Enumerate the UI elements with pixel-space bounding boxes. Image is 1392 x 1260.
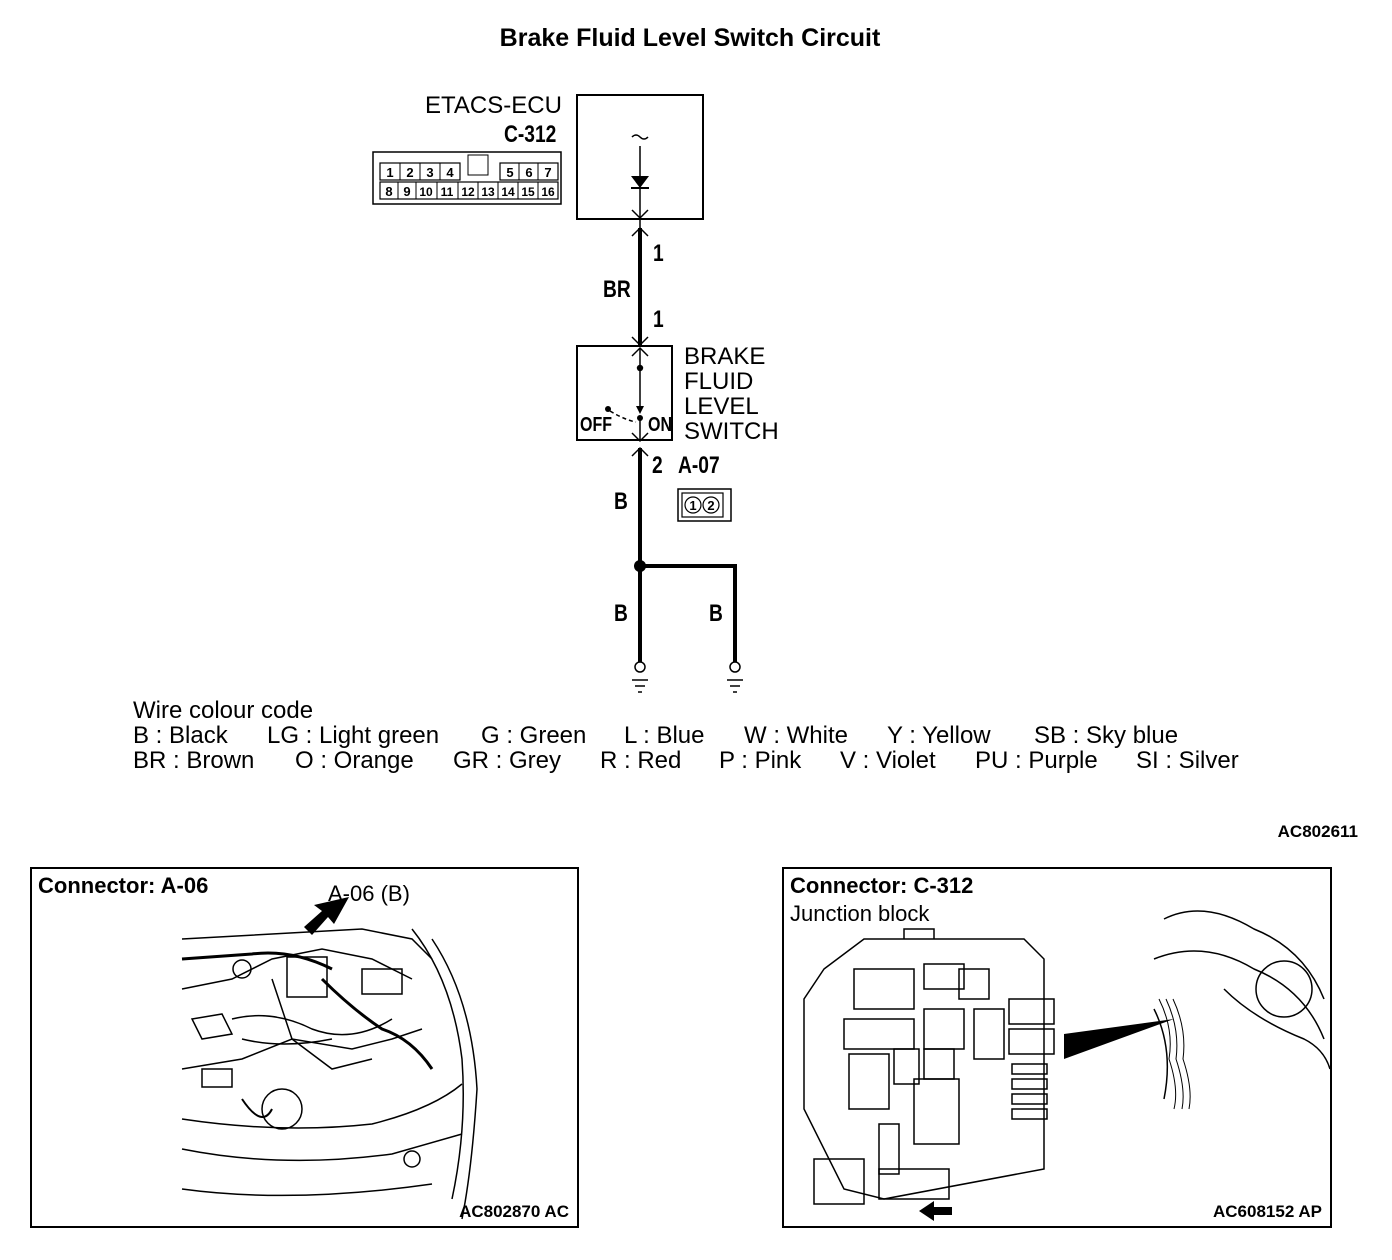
- ecu-pin: 6: [525, 165, 532, 180]
- panel-title: Connector: A-06: [38, 873, 209, 898]
- page-title: Brake Fluid Level Switch Circuit: [499, 24, 881, 52]
- ecu-pin: 7: [544, 165, 551, 180]
- ecu-connector-grid: 1 2 3 4 5 6 7 8 9 10 11 12 13 14 15 16: [372, 151, 562, 205]
- switch-off-label: OFF: [580, 414, 612, 436]
- wire-color-ground-right: B: [709, 600, 723, 627]
- ecu-pin: 3: [426, 165, 433, 180]
- a07-pin: 1: [689, 498, 696, 513]
- ecu-pin-number: 1: [653, 240, 664, 267]
- switch-connector-label: A-07: [678, 452, 720, 479]
- switch-pin-top: 1: [653, 306, 664, 333]
- legend-heading: Wire colour code: [133, 697, 314, 724]
- ecu-pin: 4: [446, 165, 454, 180]
- wire-color-b: B: [614, 488, 628, 515]
- wire-b-right: [640, 564, 737, 662]
- ecu-pin: 1: [386, 165, 393, 180]
- ecu-pin: 16: [541, 185, 555, 199]
- panel-code: AC802870 AC: [459, 1202, 569, 1221]
- ecu-pin: 11: [441, 185, 454, 199]
- ecu-pin: 9: [403, 184, 410, 199]
- diagram-code: AC802611: [1277, 822, 1358, 841]
- wire-color-ground-left: B: [614, 600, 628, 627]
- ecu-pin: 14: [501, 185, 515, 199]
- ecu-pin: 2: [406, 165, 413, 180]
- panel-code: AC608152 AP: [1213, 1202, 1322, 1221]
- switch-on-label: ON: [648, 414, 672, 436]
- ecu-pin: 10: [419, 185, 433, 199]
- switch-off-contact: [605, 406, 611, 412]
- ecu-name: ETACS-ECU: [425, 92, 562, 119]
- connector-arrow: [919, 1201, 952, 1221]
- callout-arrow: [304, 897, 349, 935]
- a07-pin: 2: [707, 498, 714, 513]
- panel-subtitle: Junction block: [790, 901, 930, 926]
- switch-box: [576, 345, 673, 441]
- ecu-tilde: [631, 134, 649, 140]
- ecu-pin: 13: [481, 185, 495, 199]
- a07-connector-face: 1 2: [677, 488, 732, 522]
- circuit-schematic: 1 2 3 4 5 6 7 8 9 10 11 12 13 14 15 16: [372, 94, 743, 693]
- connector-c312-panel: Connector: C-312 Junction block: [782, 867, 1332, 1228]
- switch-pin-bottom: 2: [652, 452, 663, 479]
- ecu-pin: 12: [461, 185, 475, 199]
- switch-label: BRAKE FLUID LEVEL SWITCH: [684, 343, 779, 445]
- diode-symbol: [631, 176, 649, 188]
- ground-symbol-left: [632, 661, 648, 693]
- connector-a06-panel: Connector: A-06 A-06 (B): [30, 867, 579, 1228]
- ecu-pin: 5: [506, 165, 513, 180]
- ecu-connector-label: C-312: [504, 121, 557, 148]
- engine-bay-illustration: [181, 897, 478, 1220]
- wire-color-br: BR: [603, 276, 631, 303]
- junction-block-illustration: [803, 910, 1330, 1221]
- ground-symbol-right: [727, 661, 743, 693]
- pointer-wedge: [1064, 1019, 1174, 1059]
- ecu-pin: 8: [385, 184, 392, 199]
- ecu-pin: 15: [521, 185, 535, 199]
- panel-title: Connector: C-312: [790, 873, 974, 898]
